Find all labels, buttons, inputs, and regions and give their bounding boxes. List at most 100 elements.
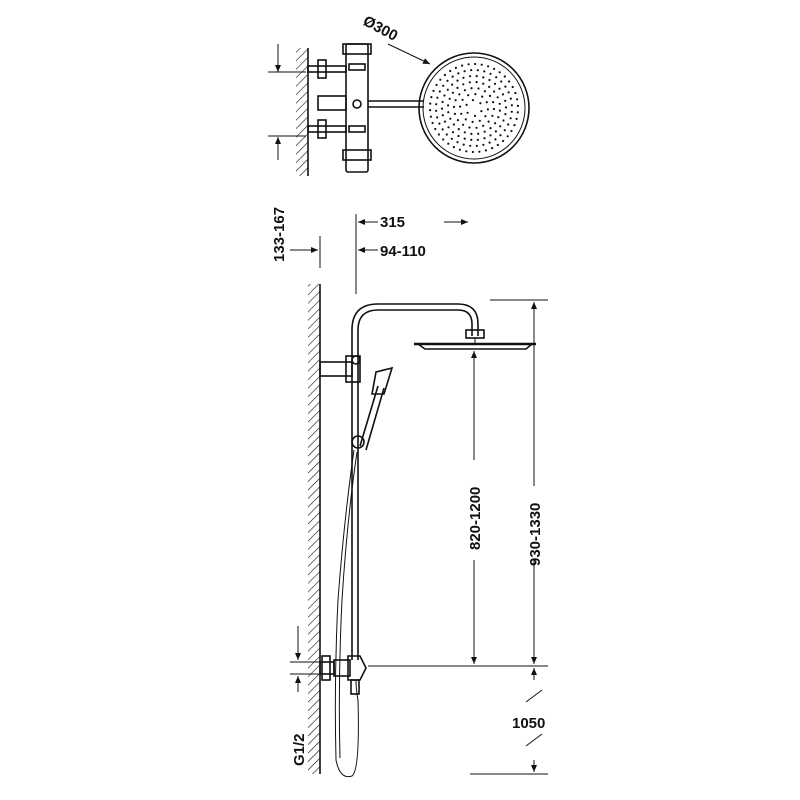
nozzle-dot xyxy=(498,71,501,74)
nozzle-dot xyxy=(446,79,449,82)
nozzle-dot xyxy=(463,131,466,134)
nozzle-dot xyxy=(447,111,450,114)
head-diameter-label: Ø300 xyxy=(360,13,400,45)
nozzle-dot xyxy=(513,124,516,127)
nozzle-dot xyxy=(454,99,457,102)
nozzle-dot xyxy=(489,134,492,137)
nozzle-dot xyxy=(491,114,494,117)
nozzle-dot xyxy=(436,116,439,119)
wall-hatch-top xyxy=(296,48,308,176)
nozzle-dot xyxy=(475,144,478,147)
nozzle-dot xyxy=(494,130,497,133)
nozzle-dot xyxy=(462,83,465,86)
nozzle-dot xyxy=(470,87,473,90)
mixer-centres-label: 133-167 xyxy=(271,207,288,262)
nozzle-dot xyxy=(474,93,477,96)
nozzle-dot xyxy=(435,83,438,87)
nozzle-dot xyxy=(491,147,494,150)
nozzle-dot xyxy=(452,123,455,126)
nozzle-dot xyxy=(449,69,452,73)
nozzle-dot xyxy=(454,66,457,69)
nozzle-dot xyxy=(509,97,512,100)
nozzle-dot xyxy=(483,90,486,93)
nozzle-dot xyxy=(494,122,497,125)
nozzle-dot xyxy=(453,112,456,115)
hand-shower xyxy=(351,355,394,451)
wall-offset-label: 94-110 xyxy=(380,243,426,260)
nozzle-dot xyxy=(456,119,460,122)
nozzle-dot xyxy=(510,129,513,133)
nozzle-dot xyxy=(448,97,451,100)
nozzle-dot xyxy=(486,108,489,111)
nozzle-dot xyxy=(469,75,472,78)
nozzle-dot xyxy=(465,103,468,106)
hose xyxy=(334,449,359,778)
shower-head-top xyxy=(418,52,530,164)
nozzle-dot xyxy=(501,93,505,96)
nozzle-dot xyxy=(484,149,487,152)
nozzle-dot xyxy=(494,138,497,141)
nozzle-dot xyxy=(462,123,465,126)
nozzle-dot xyxy=(497,116,500,119)
nozzle-dot xyxy=(488,94,492,97)
nozzle-dot xyxy=(509,117,512,120)
nozzle-dot xyxy=(461,64,464,67)
nozzle-dot xyxy=(459,105,462,108)
nozzle-dot xyxy=(457,134,460,138)
connection-label: G1/2 xyxy=(291,733,308,766)
riser-rail xyxy=(351,303,485,660)
thermostatic-mixer-top xyxy=(307,43,372,173)
nozzle-dot xyxy=(446,88,449,91)
nozzle-dot xyxy=(442,84,445,87)
bar-height-label: 820-1200 xyxy=(467,487,484,550)
nozzle-dot xyxy=(473,114,477,117)
nozzle-dot xyxy=(429,109,432,112)
nozzle-dot xyxy=(482,76,485,79)
nozzle-dot xyxy=(442,138,445,141)
nozzle-dot xyxy=(504,113,507,116)
nozzle-dot xyxy=(471,99,475,102)
nozzle-dot xyxy=(451,75,454,78)
nozzle-dot xyxy=(468,81,471,84)
nozzle-dot xyxy=(483,130,486,133)
nozzle-dot xyxy=(506,135,509,138)
nozzle-dot xyxy=(503,129,506,132)
nozzle-dot xyxy=(470,138,473,141)
nozzle-dot xyxy=(485,101,488,104)
nozzle-dot xyxy=(462,76,465,79)
nozzle-dot xyxy=(441,114,444,117)
nozzle-dot xyxy=(434,127,437,131)
nozzle-dot xyxy=(507,91,510,94)
nozzle-dot xyxy=(487,120,490,123)
nozzle-dot xyxy=(502,119,505,122)
nozzle-dot xyxy=(483,137,486,140)
nozzle-dot xyxy=(503,75,506,78)
nozzle-dot xyxy=(479,102,482,105)
nozzle-dot xyxy=(495,76,498,79)
nozzle-dot xyxy=(451,91,454,94)
side-view: 315 94-110 xyxy=(290,214,548,778)
nozzle-dot xyxy=(451,83,454,86)
nozzle-dot xyxy=(458,93,461,96)
nozzle-dot xyxy=(447,126,450,129)
nozzle-dot xyxy=(496,143,499,147)
shower-head-side xyxy=(414,338,536,350)
nozzle-dot xyxy=(452,146,455,149)
nozzle-dot xyxy=(480,110,483,113)
nozzle-dot xyxy=(511,85,514,89)
nozzle-dot xyxy=(436,96,439,99)
nozzle-dot xyxy=(488,141,491,144)
nozzle-dot xyxy=(467,63,470,66)
nozzle-dot xyxy=(487,65,490,68)
nozzle-dot xyxy=(488,85,491,88)
nozzle-dot xyxy=(482,143,485,146)
nozzle-dot xyxy=(445,133,448,136)
nozzle-dot xyxy=(443,94,446,97)
nozzle-dot xyxy=(493,90,496,93)
bar-mixer-valve xyxy=(319,655,367,695)
nozzle-dot xyxy=(474,62,477,66)
nozzle-dot xyxy=(456,79,459,82)
nozzle-dot xyxy=(516,98,519,101)
nozzle-dot xyxy=(492,101,495,104)
nozzle-dot xyxy=(482,124,485,127)
